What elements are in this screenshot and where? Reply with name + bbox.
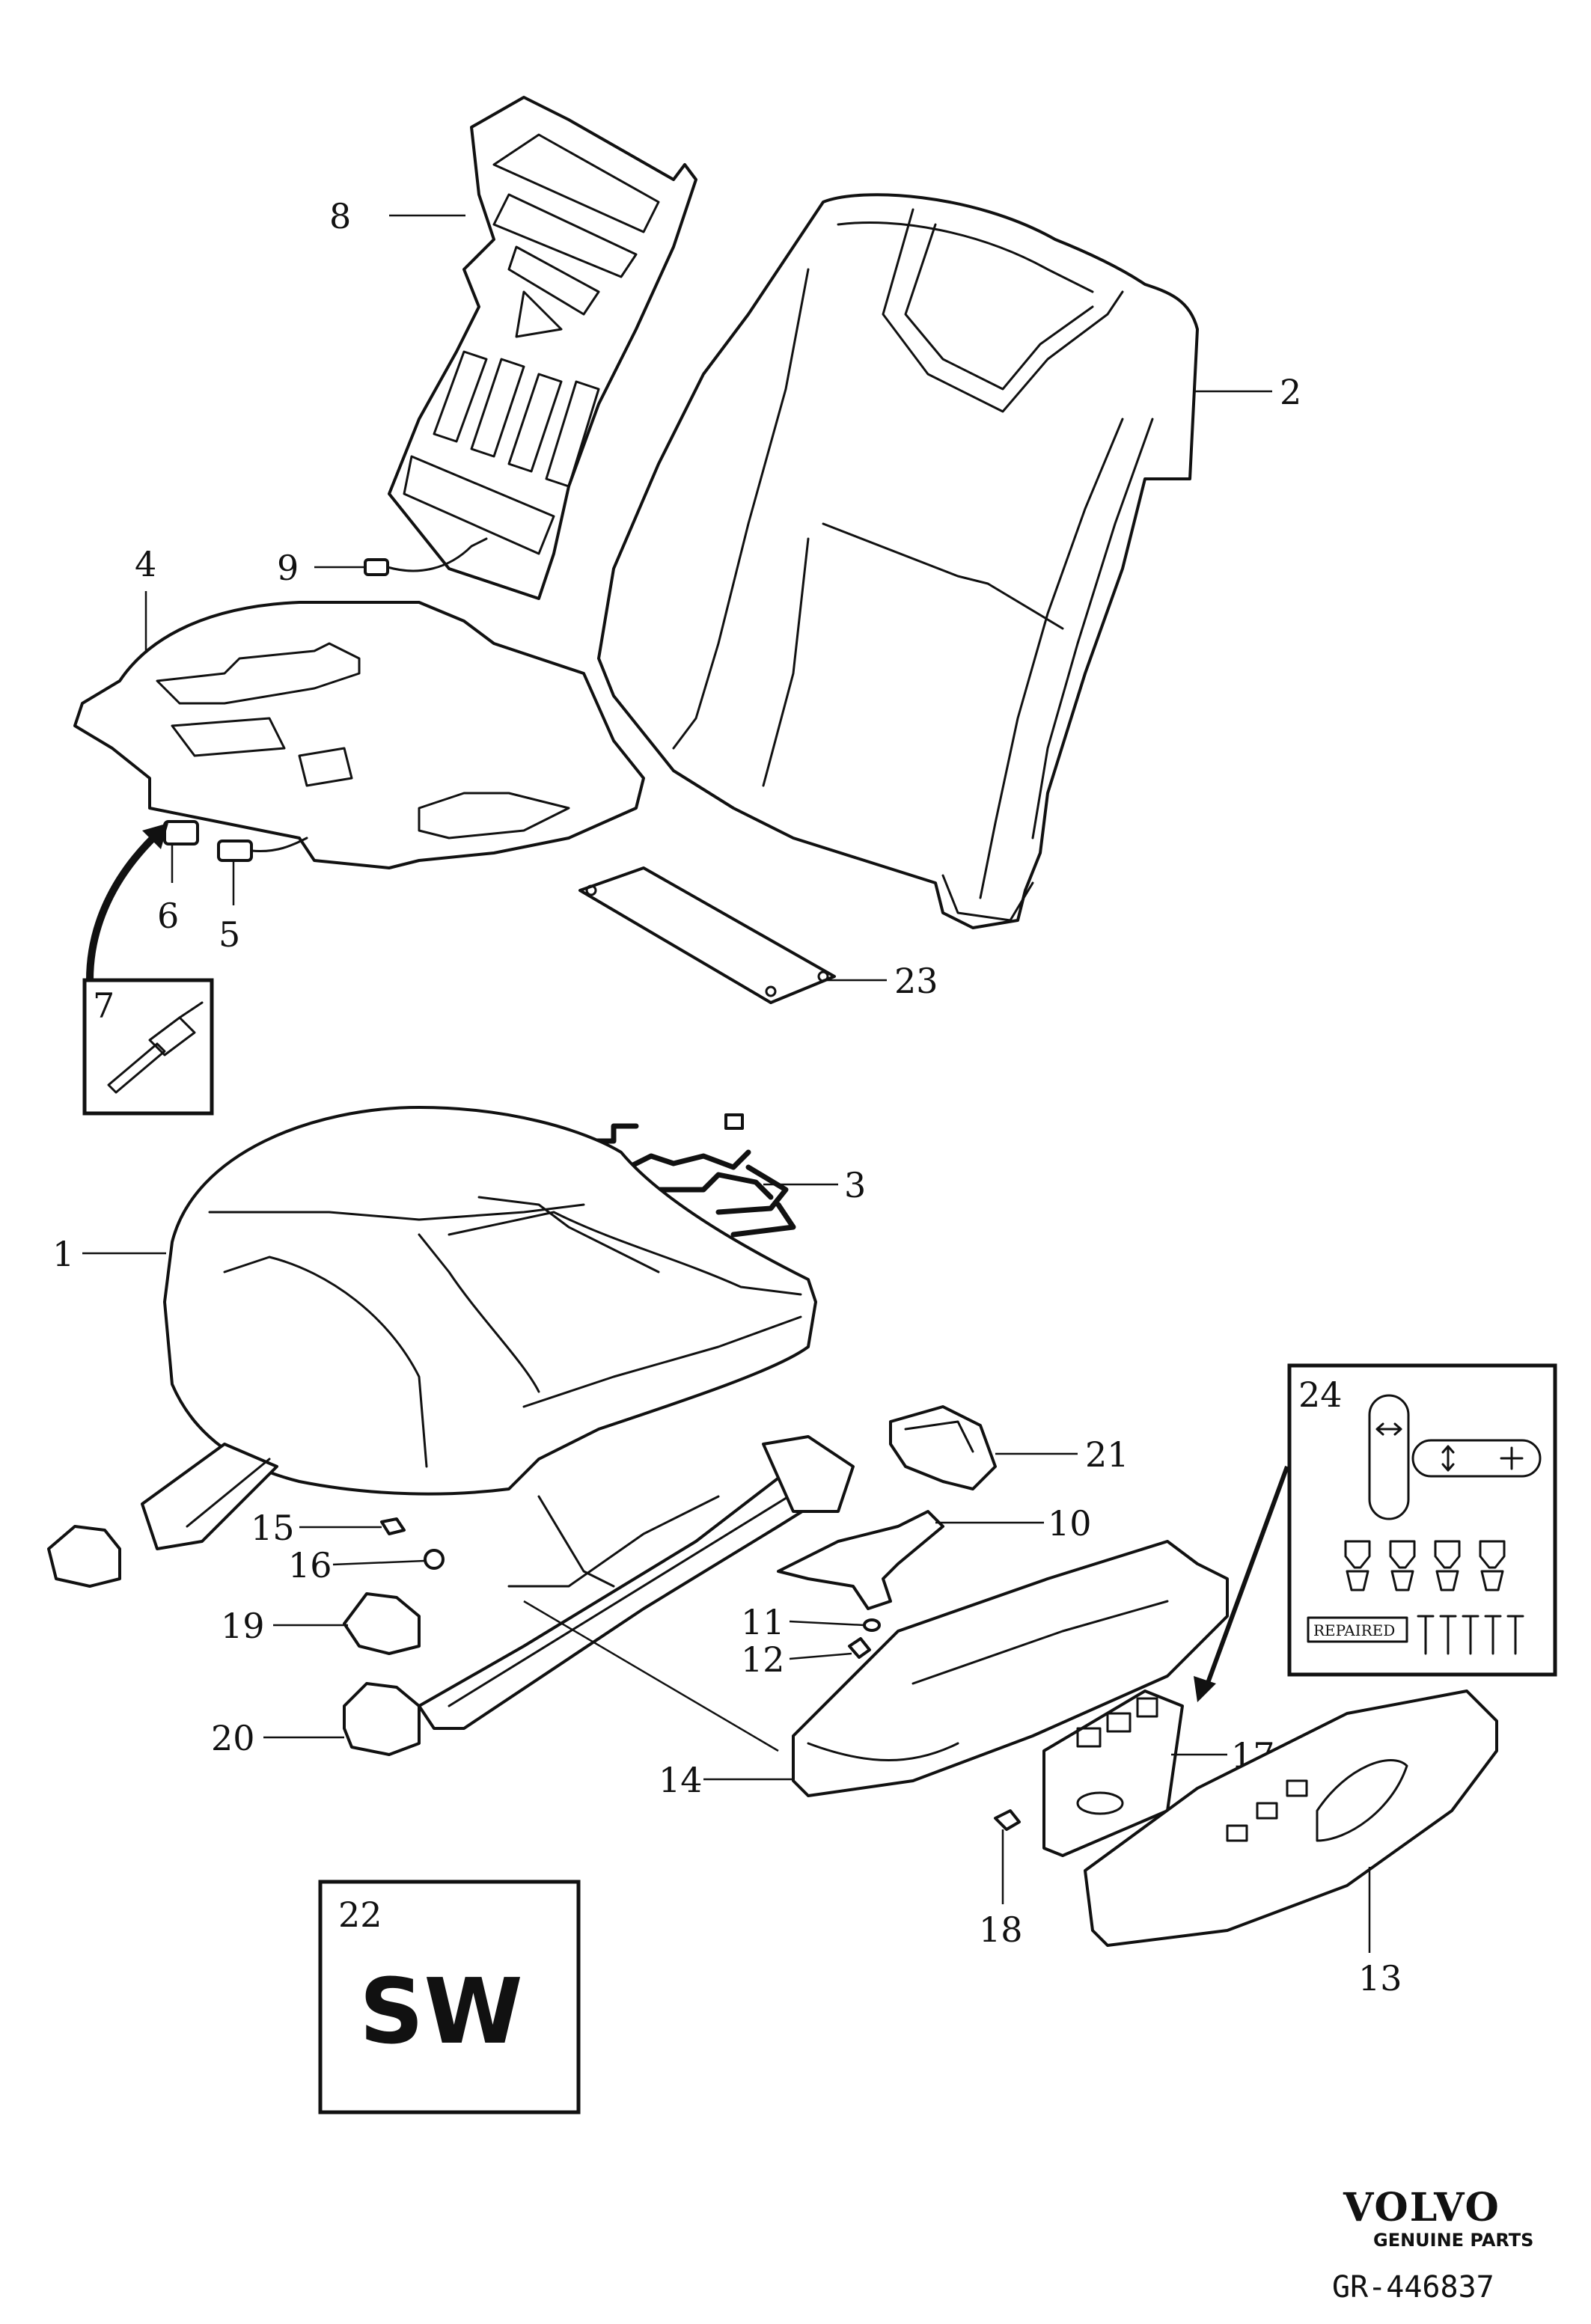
part-15-bolt [380,1517,406,1535]
callout-7: 7 [93,985,114,1026]
part-13-side-panel-outer [1084,1690,1498,1947]
part-20-cover [343,1682,421,1756]
callout-2: 2 [1280,372,1301,412]
repair-kit-screws [1417,1615,1524,1655]
volvo-logo-text: VOLVO [1343,2185,1500,2230]
repair-kit-clips [1344,1540,1506,1591]
part-14-side-panel [792,1540,1229,1797]
callout-16: 16 [288,1545,332,1585]
callout-13: 13 [1358,1958,1402,1999]
seat-frame-rails [141,1435,855,1730]
callout-20: 20 [211,1718,255,1758]
part-21-cover-cap [889,1405,997,1490]
repaired-label: REPAIRED [1313,1621,1395,1639]
callout-4: 4 [135,544,156,584]
sw-label: SW [359,1960,523,2064]
callout-1: 1 [52,1234,74,1274]
callout-23: 23 [894,961,938,1001]
part-5-connector [217,837,308,862]
callout-12: 12 [741,1639,785,1680]
callout-5: 5 [219,914,240,955]
part-23-plate [578,866,836,1004]
callout-3: 3 [844,1165,866,1205]
part-7-detail-box [82,978,214,1116]
part-16-washer [424,1549,445,1570]
callout-10: 10 [1048,1503,1092,1544]
callout-18: 18 [979,1909,1023,1950]
part-2-backrest-cover [597,193,1199,929]
part-12-screw [848,1637,871,1659]
part-19-cover [343,1592,421,1655]
part-10-bracket [777,1510,944,1610]
part-6-sensor [163,820,199,845]
part-4-cushion-heating-pad [73,601,645,869]
callout-11: 11 [741,1602,785,1642]
part-1-seat-cushion-cover [163,1106,817,1496]
callout-19: 19 [221,1606,265,1646]
drawing-reference: GR-446837 [1332,2270,1494,2305]
part-18-screw [994,1809,1021,1831]
callout-15: 15 [251,1508,295,1548]
part-11-washer [863,1618,881,1632]
callout-8: 8 [329,196,351,236]
box-24-repair-kit: 24 REPAIRED [1287,1363,1557,1677]
callout-24: 24 [1298,1374,1343,1415]
callout-14: 14 [659,1760,703,1800]
box-22-sw: 22 SW [318,1880,581,2114]
footer-branding: VOLVO GENUINE PARTS GR-446837 [1332,2185,1533,2305]
callout-9: 9 [277,548,299,588]
callout-22: 22 [338,1895,382,1935]
callout-6: 6 [157,896,179,936]
callout-21: 21 [1085,1434,1129,1475]
part-8-backrest-heating-pad [388,96,697,600]
front-left-cover [47,1525,121,1588]
genuine-parts-text: GENUINE PARTS [1373,2230,1533,2251]
